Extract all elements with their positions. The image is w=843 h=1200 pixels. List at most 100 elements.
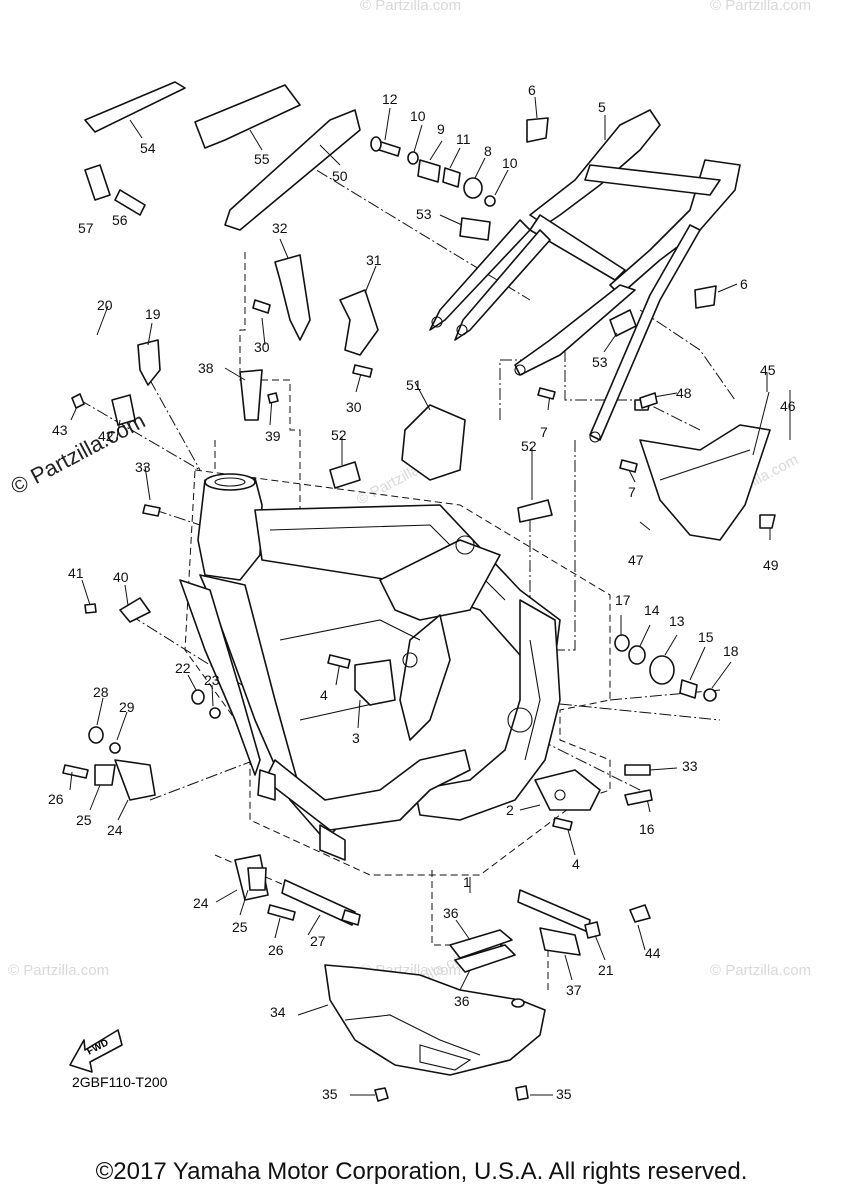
clamp [459,217,491,241]
bracket [339,289,379,356]
callout-label: 26 [48,791,64,807]
callout-label: 26 [268,942,284,958]
callout-label: 13 [669,613,685,629]
fwd-arrow: FWD [69,1029,123,1073]
callout-label: 40 [113,569,129,585]
rubber-damper [517,499,553,523]
callout-label: 9 [437,121,445,137]
damper-block [539,927,581,956]
callout-label: 48 [676,385,692,401]
callout-label: 27 [310,933,326,949]
callout-label: 50 [332,168,348,184]
callout-label: 17 [615,592,631,608]
callout-label: 16 [639,821,655,837]
callouts: 1 2 3 4 4 5 6 6 7 7 8 9 10 10 11 12 13 1… [48,82,796,1102]
callout-label: 3 [352,730,360,746]
callout-label: 32 [272,220,288,236]
callout-label: 41 [68,565,84,581]
callout-label: 15 [698,629,714,645]
callout-label: 10 [502,155,518,171]
callout-label: 36 [454,993,470,1009]
damper-pad [449,929,513,959]
callout-label: 22 [175,660,191,676]
callout-label: 42 [98,428,114,444]
callout-label: 31 [366,252,382,268]
skid-plate [324,964,546,1076]
callout-label: 30 [346,399,362,415]
rear-bracket [639,424,771,541]
copyright-footer: ©2017 Yamaha Motor Corporation, U.S.A. A… [95,1158,748,1185]
callout-label: 6 [528,82,536,98]
callout-label: 53 [416,206,432,222]
callout-label: 24 [193,895,209,911]
callout-label: 51 [406,377,422,393]
callout-label: 20 [97,297,113,313]
callout-label: 56 [112,212,128,228]
callout-label: 24 [107,822,123,838]
callout-label: 19 [145,306,161,322]
callout-label: 36 [443,905,459,921]
callout-label: 11 [456,131,471,147]
subframe [429,109,741,443]
clamp [609,309,637,337]
callout-label: 43 [52,422,68,438]
callout-label: 33 [135,459,151,475]
callout-label: 52 [331,427,347,443]
callout-label: 4 [572,856,580,872]
callout-label: 35 [322,1086,338,1102]
callout-label: 25 [232,919,248,935]
callout-label: 34 [270,1004,286,1020]
callout-label: 54 [140,140,156,156]
callout-label: 5 [598,99,606,115]
callout-label: 38 [198,360,214,376]
callout-label: 52 [521,438,537,454]
callout-label: 10 [410,108,426,124]
cover [401,404,466,481]
watermark: © Partzilla.com [710,0,811,14]
callout-label: 57 [78,220,94,236]
callout-label: 45 [760,362,776,378]
callout-label: 23 [204,672,220,688]
pivot-hardware [614,634,717,702]
callout-label: 6 [740,276,748,292]
fasteners [71,299,776,1102]
callout-label: 37 [566,982,582,998]
label-sticker [694,285,717,309]
callout-label: 2 [506,802,514,818]
callout-label: 1 [463,874,471,890]
hardware-stack [370,136,496,207]
rubber-damper [329,461,361,489]
watermark: © Partzilla.com [360,0,461,14]
callout-label: 55 [254,151,270,167]
callout-label: 21 [598,962,614,978]
watermark: © Partzilla.com [8,962,109,979]
bracket [274,254,311,341]
callout-label: 30 [254,339,270,355]
callout-label: 44 [645,945,661,961]
damper-pad [454,944,516,973]
callout-label: 46 [780,398,796,414]
engine-mount-hardware [62,689,591,933]
callout-label: 39 [265,428,281,444]
callout-label: 29 [119,699,135,715]
callout-label: 33 [682,758,698,774]
callout-label: 28 [93,684,109,700]
callout-label: 14 [644,602,660,618]
callout-label: 53 [592,354,608,370]
diagram-code: 2GBF110-T200 [72,1074,168,1090]
clip [111,394,136,426]
callout-label: 35 [556,1086,572,1102]
callout-label: 8 [484,143,492,159]
tools [84,81,301,216]
main-frame [119,473,601,861]
callout-label: 18 [723,643,739,659]
clip [137,339,161,386]
watermark: © Partzilla.com [710,962,811,979]
callout-label: 47 [628,552,644,568]
label-sticker [526,117,549,143]
dashed-outlines [79,159,736,990]
callout-label: 49 [763,557,779,573]
callout-label: 25 [76,812,92,828]
callout-label: 4 [320,687,328,703]
